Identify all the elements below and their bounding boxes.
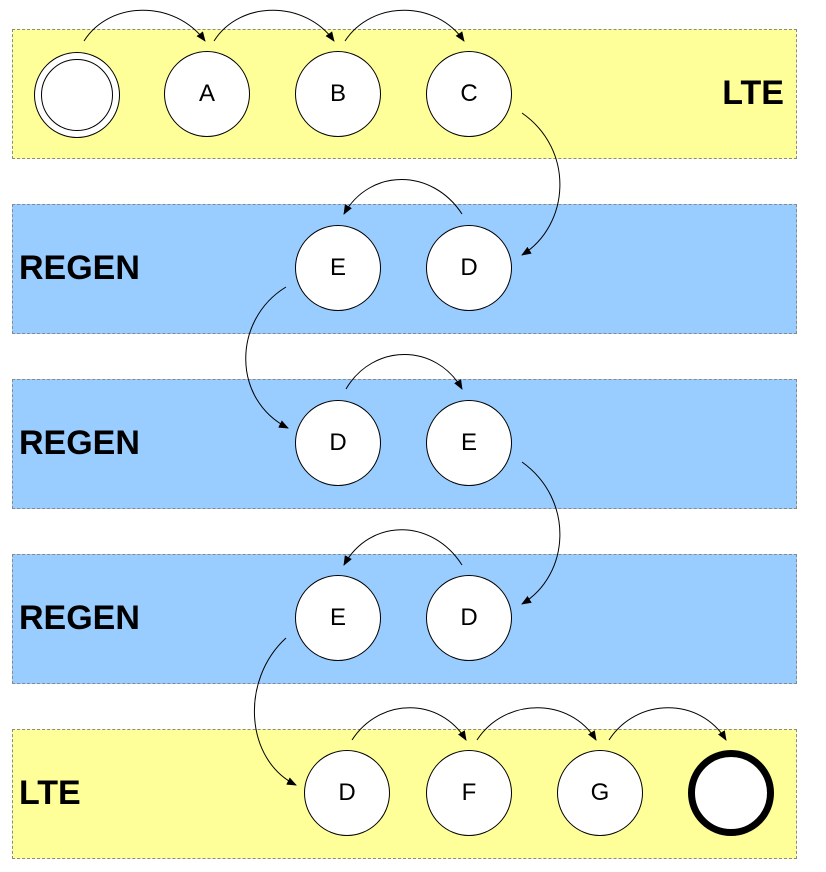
state-node-b: B: [295, 51, 381, 137]
node-label: D: [460, 254, 478, 281]
node-label: C: [460, 80, 478, 107]
state-node-f: F: [426, 750, 512, 836]
state-node-e: E: [295, 575, 381, 661]
lane-label: REGEN: [19, 424, 140, 462]
node-label: B: [329, 80, 346, 107]
lane-label: REGEN: [19, 599, 140, 637]
lane-regen-2: REGEN: [12, 379, 797, 509]
lane-regen-1: REGEN: [12, 204, 797, 334]
node-label: E: [329, 254, 346, 281]
lane-label: LTE: [722, 74, 784, 112]
state-node-e: E: [295, 225, 381, 311]
lane-lte-bottom: LTE: [12, 729, 797, 859]
node-label: E: [329, 604, 346, 631]
state-node-d: D: [295, 400, 381, 486]
state-node-d: D: [426, 575, 512, 661]
node-label: D: [460, 604, 478, 631]
lane-label: LTE: [19, 774, 81, 812]
node-label: D: [338, 779, 356, 806]
lane-label: REGEN: [19, 249, 140, 287]
end-state-node: [688, 750, 774, 836]
node-label: A: [198, 80, 215, 107]
state-node-g: G: [557, 750, 643, 836]
node-label: D: [329, 429, 347, 456]
state-node-e: E: [426, 400, 512, 486]
node-label: F: [461, 779, 477, 806]
state-node-a: A: [164, 51, 250, 137]
state-node-d: D: [304, 750, 390, 836]
state-node-c: C: [426, 51, 512, 137]
start-state-node: [34, 52, 120, 138]
node-label: G: [590, 779, 610, 806]
lane-lte-top: LTE: [12, 29, 797, 159]
state-node-d: D: [426, 225, 512, 311]
node-label: E: [460, 429, 477, 456]
lane-regen-3: REGEN: [12, 554, 797, 684]
